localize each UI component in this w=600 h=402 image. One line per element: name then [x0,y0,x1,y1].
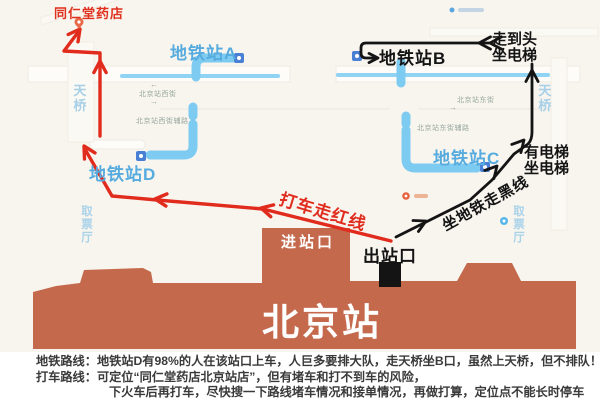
subway-note-label: 地铁路线： [36,354,97,368]
metro-segment-c [401,125,482,173]
ticket-hall-label-west: 取票厅 [81,206,93,244]
station-a-label: 地铁站A [170,44,238,63]
exit-square [379,262,401,287]
pharmacy-label: 同仁堂药店 [54,6,125,21]
taxi-note-text-2: 下火车后再打车，尽快搜一下路线堵车情况和接单情况，再做打算，定位点不能长时停车 [109,385,585,400]
metro-icon-b [352,51,362,61]
route-notes: 地铁路线：地铁站D有98%的人在该站口上车，人巨多要排大队，走天桥坐B口，虽然上… [36,354,600,401]
taxi-note-row: 打车路线：可定位“同仁堂药店北京站店”，但有堵车和打不到车的风险， [36,370,598,386]
black-arrowhead [510,138,526,154]
red-arrowhead [153,192,169,208]
subway-route-black [359,35,540,239]
ticket-hall-dot-icon [500,217,508,225]
taxi-note-text: 可定位“同仁堂药店北京站店”，但有堵车和打不到车的风险， [96,369,426,384]
footbridge-label-east: 天桥 [538,83,552,113]
subway-note-row: 地铁路线：地铁站D有98%的人在该站口上车，人巨多要排大队，走天桥坐B口，虽然上… [36,354,600,370]
elevator-hint: 有电梯 坐电梯 [524,145,569,177]
metro-icon-d [136,151,146,161]
black-arrowhead [483,164,499,180]
red-arrowhead [66,27,82,44]
black-route-top [359,41,493,60]
metro-entrance-icons [136,51,490,172]
walk-to-end-hint: 走到头 坐电梯 [492,32,537,64]
black-arrowhead [411,219,428,233]
station-building-shape [33,228,576,349]
red-arrowhead [92,59,108,75]
subway-note-text: 地铁站D有98%的人在该站口上车，人巨多要排大队，走天桥坐B口，虽然上天桥，但不… [96,354,600,368]
black-arrowhead [488,35,503,51]
black-arrowhead [524,68,540,83]
metro-lines [120,53,550,173]
metro-segment-d [145,119,198,160]
pharmacy-pin-icon [74,17,84,29]
orange-poi-pin-icon [402,192,428,200]
red-route-bridge [62,29,102,138]
road-arrow-right-icon: → [449,103,457,112]
black-arrowhead [477,35,492,51]
tiny-poi-label-icon [449,7,484,13]
walk-to-end-line2: 坐电梯 [492,46,538,64]
station-d-label: 地铁站D [89,165,157,184]
station-building-name: 北京站 [262,302,382,343]
road-label-west-street: 北京站西街 [139,91,177,98]
black-arrowhead [367,52,380,64]
taxi-note-label: 打车路线： [36,369,97,384]
road-label-west-side-road: 北京站西街辅路 [136,118,189,125]
red-arrowhead [82,144,97,161]
road-arrow-left-icon: ← [150,80,158,89]
footbridge-label-west: 天桥 [73,83,87,113]
metro-segment-a [191,53,238,82]
exit-gate-label: 出站口 [363,247,417,266]
taxi-route-red [62,27,393,243]
road-label-east-side-road: 北京站东街辅路 [417,125,470,132]
station-c-label: 地铁站C [433,149,501,168]
entrance-gate-label: 进站口 [281,234,336,251]
elevator-line2: 坐电梯 [524,159,570,177]
metro-icon-a [234,53,244,63]
station-b-label: 地铁站B [379,49,447,68]
walk-to-end-line1: 走到头 [492,31,538,48]
taxi-note-row-2: 下火车后再打车，尽快搜一下路线堵车情况和接单情况，再做打算，定位点不能长时停车 [36,385,598,401]
red-arrowhead [259,203,276,219]
black-route-diagonal [394,62,534,239]
road-arrow-right-icon: → [150,97,158,106]
road-label-east-street: 北京站东街 [457,97,495,104]
elevator-line1: 有电梯 [524,144,570,161]
ticket-hall-label-east: 取票厅 [513,206,525,244]
